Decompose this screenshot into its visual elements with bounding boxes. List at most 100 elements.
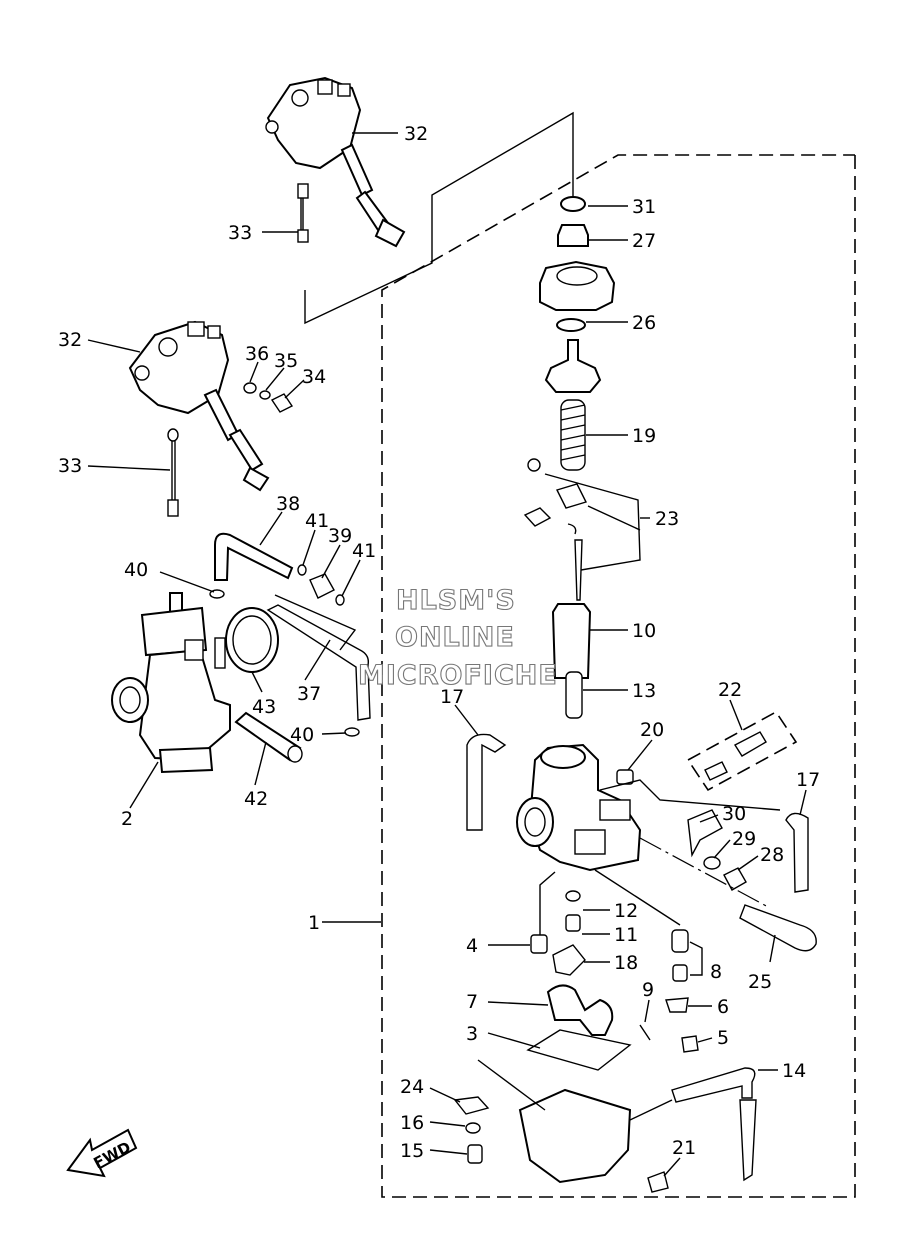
throttle-housing-lower [128, 320, 270, 492]
hose-42-end [287, 745, 303, 763]
link-line-8 [594, 869, 681, 926]
lock-washer-35 [259, 390, 271, 400]
leader-17-left [454, 704, 479, 736]
jet-11 [565, 914, 581, 932]
carburetor-assembly-left [111, 592, 231, 774]
callout-6: 6 [717, 996, 729, 1018]
watermark: HLSM'S ONLINE MICROFICHE [357, 584, 558, 691]
leader-42 [254, 741, 267, 786]
leader-40-lower [321, 732, 347, 735]
clip-23 [523, 507, 552, 527]
clip-41-b [335, 594, 345, 606]
callout-24: 24 [400, 1076, 424, 1098]
callout-3: 3 [466, 1023, 478, 1045]
callout-17-left: 17 [440, 686, 464, 708]
drain-screw-21 [647, 1171, 669, 1193]
kit-22-spring [704, 761, 728, 781]
callout-41-b: 41 [352, 540, 376, 562]
callout-41-a: 41 [305, 510, 329, 532]
leader-5 [697, 1037, 713, 1043]
needle-23 [574, 539, 583, 601]
cable-lower [167, 428, 179, 517]
cap-nut-hole [556, 266, 598, 286]
plate-24 [453, 1096, 490, 1115]
callout-11: 11 [614, 924, 638, 946]
washer-12 [565, 890, 581, 902]
callout-30: 30 [722, 803, 746, 825]
washer-29 [703, 856, 721, 870]
clip-40-lower [344, 727, 360, 737]
float-chamber [518, 1088, 632, 1184]
cap-27 [557, 224, 589, 247]
hose-clamp-43-inner [232, 615, 272, 665]
leader-9 [644, 999, 650, 1023]
callout-13: 13 [632, 680, 656, 702]
leader-29 [713, 839, 731, 859]
leader-7 [487, 1001, 549, 1006]
washer-16 [465, 1122, 481, 1134]
callout-1: 1 [308, 912, 320, 934]
throttle-valve-10 [551, 603, 592, 679]
callout-40-lower: 40 [290, 724, 314, 746]
leader-43 [251, 671, 263, 693]
callout-15: 15 [400, 1140, 424, 1162]
callout-19: 19 [632, 425, 656, 447]
screw-34 [270, 393, 294, 413]
leader-35 [265, 367, 285, 391]
clip-41-a [297, 564, 307, 576]
link-line-39 [274, 594, 357, 651]
callout-43: 43 [252, 696, 276, 718]
callout-31: 31 [632, 196, 656, 218]
screw-5 [681, 1035, 699, 1053]
leader-17-right [799, 789, 807, 816]
leader-22 [729, 699, 743, 731]
leader-34 [284, 379, 305, 399]
spring-19 [560, 399, 586, 471]
leader-32-left [87, 339, 141, 353]
callout-22: 22 [718, 679, 742, 701]
hose-38 [214, 532, 294, 581]
callout-2: 2 [121, 808, 133, 830]
needle-set-bracket [544, 473, 641, 571]
watermark-line-1: HLSM'S [396, 585, 516, 616]
tube-37 [266, 604, 371, 721]
gasket-3 [526, 1029, 632, 1071]
callout-9: 9 [642, 979, 654, 1001]
callout-23: 23 [655, 508, 679, 530]
float-7 [546, 984, 614, 1036]
lever-30 [687, 809, 723, 858]
leader-20 [627, 739, 653, 771]
callout-7: 7 [466, 991, 478, 1013]
watermark-line-2: ONLINE [395, 622, 515, 653]
callout-14: 14 [782, 1060, 806, 1082]
leader-37 [304, 639, 331, 681]
link-line-20 [599, 779, 781, 811]
hose-17-right [785, 812, 809, 893]
leader-41-b [341, 559, 361, 597]
hose-14-down [739, 1099, 757, 1182]
callout-39: 39 [328, 525, 352, 547]
watermark-line-3: MICROFICHE [358, 660, 558, 691]
kit-22-screw [733, 731, 767, 757]
callout-28: 28 [760, 844, 784, 866]
callout-10: 10 [632, 620, 656, 642]
callout-4: 4 [466, 935, 478, 957]
leader-36 [249, 361, 259, 383]
hose-14 [671, 1067, 756, 1103]
callout-38: 38 [276, 493, 300, 515]
screw-15 [467, 1144, 483, 1164]
holder-18 [552, 944, 586, 976]
plate-6 [665, 997, 689, 1013]
callout-labels: 1 2 3 4 5 6 7 8 9 10 11 12 13 14 15 16 1… [58, 123, 820, 1162]
callout-20: 20 [640, 719, 664, 741]
valve-seat-8-bot [672, 964, 688, 982]
callout-35: 35 [274, 350, 298, 372]
callout-36: 36 [245, 343, 269, 365]
callout-5: 5 [717, 1027, 729, 1049]
leader-41-a [302, 529, 316, 566]
leader-8 [689, 941, 703, 976]
carburetor-body-main [516, 743, 642, 872]
assembly-boundary [381, 154, 856, 1198]
callout-34: 34 [302, 366, 326, 388]
